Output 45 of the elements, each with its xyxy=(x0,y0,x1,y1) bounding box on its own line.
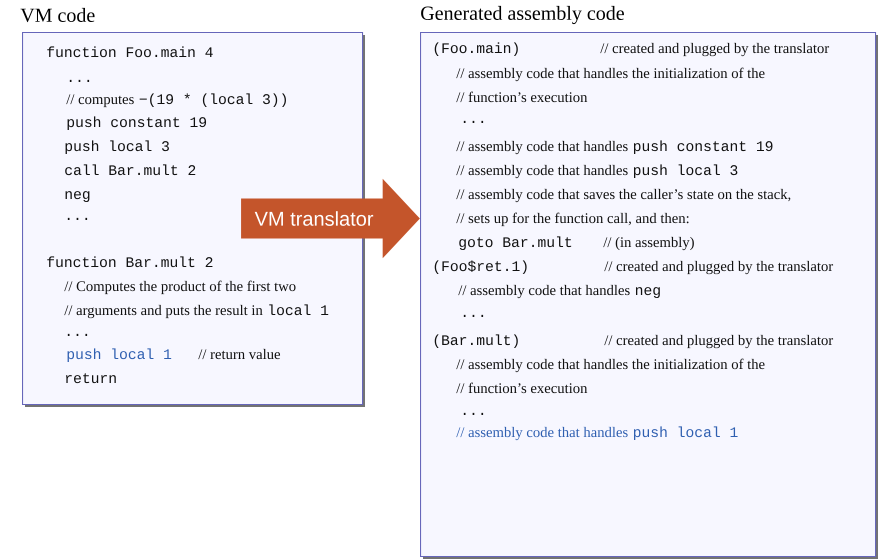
code-line: function Foo.main 4 xyxy=(47,46,213,58)
code-comment: // assembly code that handles the initialization of the xyxy=(456,68,765,82)
code-line: push constant 19 xyxy=(634,140,772,154)
code-comment: // sets up for the function call, and then: xyxy=(456,212,688,226)
code-comment: // assembly code that handles the initialization of the xyxy=(456,358,765,372)
code-comment: // assembly code that handles xyxy=(456,164,628,178)
code-line: push local 3 xyxy=(634,164,738,178)
code-line: goto Bar.mult xyxy=(459,236,572,250)
code-line: −(19 * (local 3)) xyxy=(140,93,286,108)
code-line: ... xyxy=(464,120,484,123)
code-comment: // assembly code that handles xyxy=(458,284,630,298)
code-line: ... xyxy=(68,334,88,336)
code-comment: // function’s execution xyxy=(456,92,588,102)
code-comment: // arguments and puts the result in xyxy=(64,304,263,318)
code-comment: // assembly code that handles xyxy=(456,426,628,440)
code-line: local 1 xyxy=(269,304,328,316)
edge-label: VM translator xyxy=(253,210,375,228)
code-comment: // created and plugged by the translator xyxy=(600,42,830,56)
code-line: function Bar.mult 2 xyxy=(47,256,212,268)
code-line: return xyxy=(66,373,116,384)
code-comment: // assembly code that handles xyxy=(456,140,628,154)
code-line: call Bar.mult 2 xyxy=(65,164,196,176)
code-comment: // (in assembly) xyxy=(603,236,694,250)
code-comment: // computes xyxy=(66,94,134,108)
code-line: neg xyxy=(66,191,90,202)
code-line: ... xyxy=(464,314,484,317)
code-line: push local 1 xyxy=(68,348,172,362)
panel-heading: Generated assembly code xyxy=(421,6,624,24)
code-comment: // return value xyxy=(198,348,280,360)
code-line: ... xyxy=(464,412,484,415)
code-line: push local 3 xyxy=(66,140,169,154)
code-line: ... xyxy=(70,80,90,82)
code-comment: // Computes the product of the first two xyxy=(64,280,296,294)
code-comment: // function’s execution xyxy=(456,382,588,394)
code-line: (Foo.main) xyxy=(434,42,518,56)
code-line: ... xyxy=(68,218,88,220)
code-comment: // created and plugged by the translator xyxy=(604,260,834,274)
code-line: push constant 19 xyxy=(68,116,206,130)
code-line: (Bar.mult) xyxy=(434,334,518,348)
code-line: neg xyxy=(636,287,660,298)
code-comment: // created and plugged by the translator xyxy=(604,334,834,348)
code-line: push local 1 xyxy=(634,426,738,440)
panel-heading: VM code xyxy=(20,8,95,22)
code-line: (Foo$ret.1) xyxy=(434,260,527,274)
code-comment: // assembly code that saves the caller’s state on the stack, xyxy=(456,188,790,202)
